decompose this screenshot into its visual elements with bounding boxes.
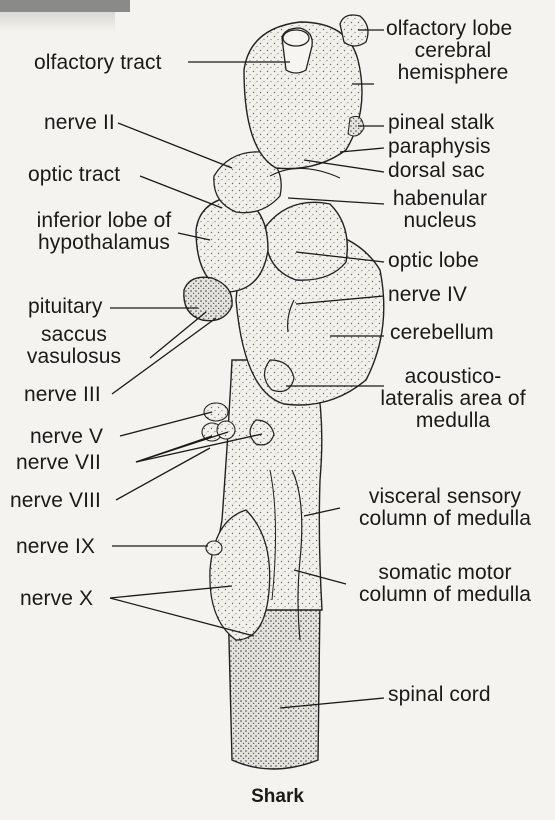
label-nerve-x: nerve X (20, 588, 93, 610)
label-acoustico-lateralis: acoustico- lateralis area of medulla (378, 366, 528, 432)
label-paraphysis: paraphysis (388, 136, 491, 158)
label-optic-tract: optic tract (28, 164, 120, 186)
label-nerve-v: nerve V (30, 426, 103, 448)
label-nerve-vii: nerve VII (16, 452, 101, 474)
label-nerve-iii: nerve III (24, 384, 101, 406)
label-olfactory-tract: olfactory tract (34, 52, 162, 74)
optic-lobe-shape (266, 202, 348, 280)
label-saccus-vasulosus: saccus vasulosus (12, 324, 136, 368)
label-dorsal-sac: dorsal sac (388, 160, 485, 182)
label-somatic-motor: somatic motor column of medulla (340, 562, 550, 606)
label-spinal-cord: spinal cord (388, 684, 491, 706)
label-nerve-viii: nerve VIII (10, 490, 101, 512)
label-cerebral-hemisphere: cerebral hemisphere (378, 40, 528, 84)
figure-caption: Shark (0, 786, 555, 808)
label-pituitary: pituitary (28, 296, 102, 318)
label-olfactory-lobe: olfactory lobe (386, 18, 512, 40)
label-nerve-ii: nerve II (44, 112, 115, 134)
vagal-lobe-shape (210, 510, 270, 640)
label-nerve-ix: nerve IX (16, 536, 95, 558)
label-visceral-sensory: visceral sensory column of medulla (340, 486, 550, 530)
label-inferior-lobe: inferior lobe of hypothalamus (24, 210, 184, 254)
label-cerebellum: cerebellum (390, 322, 494, 344)
label-habenular-nucleus: habenular nucleus (378, 188, 502, 232)
label-nerve-iv: nerve IV (388, 284, 467, 306)
label-pineal-stalk: pineal stalk (388, 112, 494, 134)
label-optic-lobe: optic lobe (388, 250, 479, 272)
